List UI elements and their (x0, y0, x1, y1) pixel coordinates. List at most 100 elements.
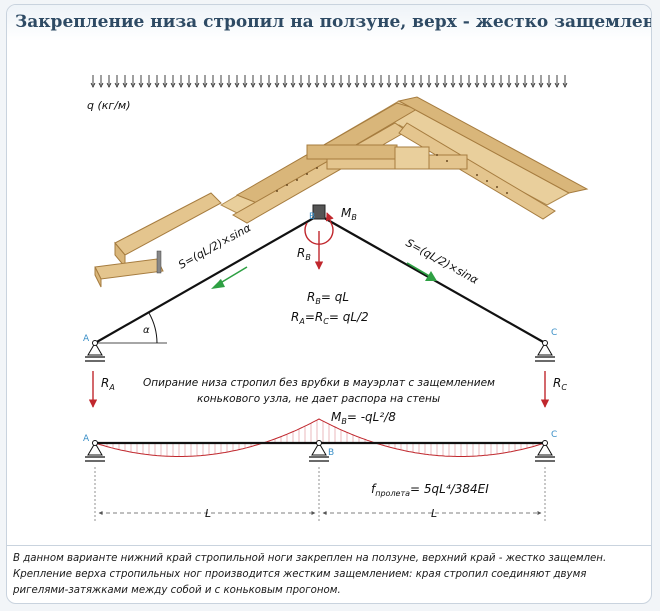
eq-ra-rhs: = qL/2 (329, 310, 369, 324)
load-arrow-head (306, 82, 312, 88)
diagram-frame: Закрепление низа стропил на ползуне, вер… (6, 4, 652, 604)
load-arrow-head (114, 82, 120, 88)
svg-text:MB: MB (341, 206, 357, 222)
node-c-bottom-label: C (551, 430, 557, 440)
reaction-a-symbol: R (101, 376, 109, 390)
angle-label: α (143, 325, 150, 336)
angle-arc (148, 312, 158, 344)
load-arrow-head (322, 82, 328, 88)
load-arrow-head (154, 82, 160, 88)
svg-text:RA=RC= qL/2: RA=RC= qL/2 (291, 310, 369, 326)
moment-b-sub: B (351, 213, 357, 222)
axial-arrowhead-left (211, 279, 225, 289)
span-left-label: L (205, 507, 211, 520)
load-arrow-head (90, 82, 96, 88)
span-right-label: L (431, 507, 437, 520)
support-a-top (85, 340, 105, 362)
load-arrow-head (538, 82, 544, 88)
moment-b-symbol: M (341, 206, 352, 220)
caption-line-2: Крепление верха стропильных ног производ… (13, 569, 587, 580)
svg-text:RB= qL: RB= qL (307, 290, 349, 306)
eq-ra-mid: =R (305, 310, 323, 324)
rafter-diagram: q (кг/м) (83, 75, 589, 521)
support-c-bottom (535, 440, 555, 462)
node-b-label: B (309, 212, 315, 222)
load-arrow-head (562, 82, 568, 88)
load-arrow-head (386, 82, 392, 88)
load-arrow-head (554, 82, 560, 88)
reaction-c-symbol: R (553, 376, 561, 390)
eq-rb-sub: B (315, 297, 321, 306)
load-arrow-head (418, 82, 424, 88)
load-arrow-head (514, 82, 520, 88)
load-arrow-head (362, 82, 368, 88)
load-arrow-head (506, 82, 512, 88)
support-a-bottom (85, 440, 105, 462)
node-a-label: A (83, 334, 90, 344)
axial-force-right: S=(qL/2)×sinα (404, 236, 482, 287)
load-arrow-head (410, 82, 416, 88)
moment-eq-rhs: = -qL²/8 (347, 410, 396, 424)
load-arrow-head (242, 82, 248, 88)
load-arrow-head (130, 82, 136, 88)
load-arrow-head (106, 82, 112, 88)
load-arrow-head (354, 82, 360, 88)
load-arrow-head (266, 82, 272, 88)
load-arrow-head (370, 82, 376, 88)
reaction-b-symbol: R (297, 246, 305, 260)
title-bar: Закрепление низа стропил на ползуне, вер… (7, 5, 651, 41)
reaction-a-sub: A (108, 383, 114, 392)
load-arrow-head (178, 82, 184, 88)
deflection-symbol: f (371, 482, 377, 496)
load-arrow-head (402, 82, 408, 88)
timber-pieces (94, 192, 222, 288)
load-arrow-head (522, 82, 528, 88)
eq-rc-sub: C (323, 317, 329, 326)
load-arrow-head (226, 82, 232, 88)
deflection-sub: пролета (375, 489, 410, 498)
load-arrow-head (202, 82, 208, 88)
load-label: q (кг/м) (87, 99, 131, 112)
load-arrow-head (426, 82, 432, 88)
load-arrow-head (498, 82, 504, 88)
node-a-bottom-label: A (83, 434, 90, 444)
node-c-label: C (551, 328, 557, 338)
svg-text:RB: RB (297, 246, 311, 262)
load-arrow-head (98, 82, 104, 88)
axial-arrow-right (406, 262, 432, 278)
eq-ra-sub: A (298, 317, 304, 326)
load-arrow-head (346, 82, 352, 88)
svg-text:RC: RC (553, 376, 567, 392)
eq-rb-symbol: R (307, 290, 315, 304)
load-arrow-head (490, 82, 496, 88)
svg-text:MB= -qL²/8: MB= -qL²/8 (331, 410, 396, 426)
axial-force-left: S=(qL/2)×sinα (176, 221, 254, 272)
moment-eq-sub: B (341, 417, 347, 426)
deflection-rhs: = 5qL⁴/384EI (410, 482, 489, 496)
load-arrow-head (546, 82, 552, 88)
load-arrow-head (298, 82, 304, 88)
load-arrow-head (282, 82, 288, 88)
load-arrow-head (434, 82, 440, 88)
load-arrow-head (442, 82, 448, 88)
load-arrow-head (330, 82, 336, 88)
load-arrow-head (194, 82, 200, 88)
load-arrow-head (530, 82, 536, 88)
note-line-1: Опирание низа стропил без врубки в мауэр… (143, 377, 495, 389)
reaction-c-sub: C (561, 383, 567, 392)
caption-divider (7, 545, 651, 546)
load-arrow-head (218, 82, 224, 88)
page-title: Закрепление низа стропил на ползуне, вер… (15, 12, 652, 32)
eq-rb-rhs: = qL (321, 290, 349, 304)
reaction-b-sub: B (305, 253, 311, 262)
load-arrow-head (274, 82, 280, 88)
load-arrow-head (314, 82, 320, 88)
node-b-bottom-label: B (328, 448, 334, 458)
eq-ra-symbol: R (291, 310, 299, 324)
load-arrow-head (170, 82, 176, 88)
load-arrow-head (250, 82, 256, 88)
load-arrow-head (482, 82, 488, 88)
axial-arrowhead-right (425, 271, 437, 281)
load-arrow-head (466, 82, 472, 88)
load-arrow-head (162, 82, 168, 88)
